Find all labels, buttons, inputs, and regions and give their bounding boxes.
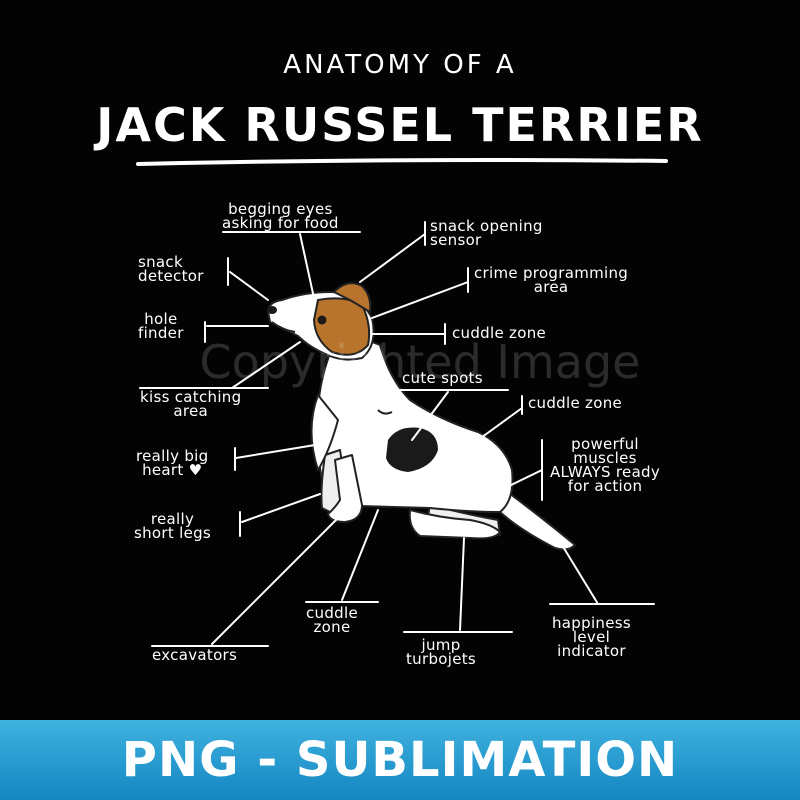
dog-back-line [377, 409, 393, 415]
label-cute-spots: cute spots [402, 369, 483, 387]
dog-tail [499, 489, 576, 551]
callout-lines [139, 221, 655, 647]
label-excavators: excavators [152, 646, 238, 664]
line-kiss-area [139, 341, 301, 389]
label-cuddle-zone-head: cuddle zone [452, 324, 547, 342]
line-muscles [504, 439, 543, 501]
line-big-heart [234, 444, 316, 471]
sublimation-banner: PNG - SUBLIMATION [0, 720, 800, 800]
dog-front-leg [327, 454, 363, 523]
dog-chest [310, 394, 339, 471]
line-begging-eyes [222, 231, 361, 299]
line-jump [403, 537, 513, 633]
line-cuddle-back [477, 395, 523, 441]
line-short-legs [239, 493, 321, 537]
line-snack-opening [359, 221, 426, 283]
dog-mouth [271, 321, 296, 333]
dog-ear [333, 282, 372, 313]
dog-illustration [267, 282, 576, 551]
line-cuddle-head [371, 323, 446, 345]
line-excavators [151, 517, 339, 647]
title-underline [136, 158, 668, 166]
label-cuddle-zone-back: cuddle zone [528, 394, 623, 412]
line-happiness [549, 544, 655, 605]
banner-text: PNG - SUBLIMATION [121, 732, 679, 788]
dog-hind-leg [408, 509, 501, 540]
poster-title: JACK RUSSEL TERRIER [96, 98, 704, 152]
line-hole-finder [204, 321, 269, 343]
watermark: Copyrighted Image [199, 335, 641, 389]
line-cute-spots [399, 389, 509, 441]
anatomy-poster: ANATOMY OF A JACK RUSSEL TERRIER [96, 50, 704, 668]
dog-nose [267, 306, 277, 314]
poster-supertitle: ANATOMY OF A [283, 50, 517, 80]
line-crime-area [371, 267, 469, 319]
dog-black-spot [386, 427, 438, 472]
line-snack-detector [227, 257, 269, 301]
dog-eye [317, 315, 327, 325]
line-cuddle-belly [305, 509, 379, 603]
dog-diagram [136, 158, 668, 647]
